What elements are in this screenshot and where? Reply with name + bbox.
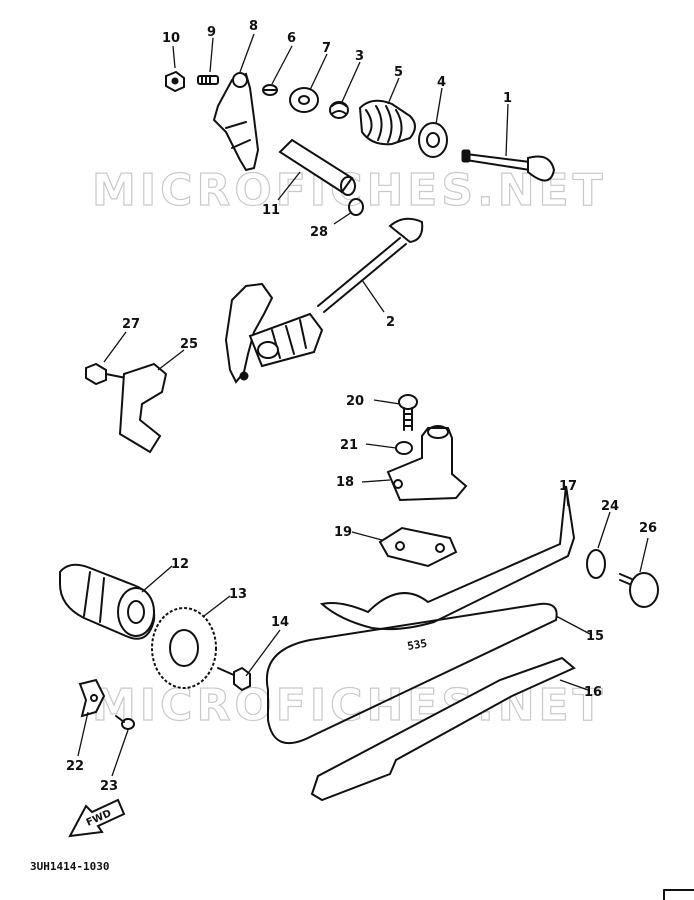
part-valve-exhaust	[461, 149, 556, 182]
part-o-ring	[348, 198, 364, 216]
callout-1: 1	[503, 91, 512, 106]
fwd-arrow-icon: FWD	[68, 798, 126, 838]
callout-15: 15	[586, 629, 604, 644]
callout-9: 9	[207, 25, 216, 40]
part-spring-retainer	[289, 87, 319, 113]
callout-23: 23	[100, 779, 118, 794]
callout-26: 26	[639, 521, 657, 536]
callout-20: 20	[346, 394, 364, 409]
part-outer-spring	[358, 99, 416, 146]
part-inner-spring	[329, 101, 349, 119]
callout-27: 27	[122, 317, 140, 332]
corner-mark	[663, 889, 694, 900]
watermark-top: MICROFICHES.NET	[92, 165, 607, 216]
callout-10: 10	[162, 31, 180, 46]
leader-lines	[77, 33, 649, 777]
callout-16: 16	[584, 685, 602, 700]
part-cam-sprocket	[151, 607, 217, 689]
part-camshaft	[59, 563, 156, 640]
part-chain-guide-upper	[319, 485, 576, 631]
callout-3: 3	[355, 49, 364, 64]
part-spring-seat	[418, 122, 448, 158]
part-bolt-14	[217, 666, 251, 692]
part-adjuster-screw	[197, 75, 219, 85]
callout-2: 2	[386, 315, 395, 330]
part-bolt-27	[85, 362, 127, 386]
callout-labels: 10 9 8 6 7 3 5 4 1 11 28 2 27 25 20 21 1…	[66, 19, 657, 794]
part-chain-tensioner	[386, 425, 468, 502]
part-cam-chain: 535	[265, 602, 558, 745]
callout-6: 6	[287, 31, 296, 46]
callout-11: 11	[262, 203, 280, 218]
callout-14: 14	[271, 615, 289, 630]
callout-18: 18	[336, 475, 354, 490]
part-valve-cotter	[262, 84, 278, 96]
callout-17: 17	[559, 479, 577, 494]
part-code: 3UH1414-1030	[30, 860, 109, 873]
part-bracket	[118, 362, 168, 454]
callout-19: 19	[334, 525, 352, 540]
callout-12: 12	[171, 557, 189, 572]
callout-24: 24	[601, 499, 619, 514]
callout-4: 4	[437, 75, 446, 90]
callout-25: 25	[180, 337, 198, 352]
callout-21: 21	[340, 438, 358, 453]
part-o-ring-24	[586, 549, 606, 579]
part-valve-intake	[317, 217, 424, 313]
part-rocker-arm-assembly	[224, 282, 324, 384]
callout-13: 13	[229, 587, 247, 602]
part-bolt-20	[398, 394, 418, 431]
part-plug-bolt	[619, 572, 659, 608]
part-washer	[395, 441, 413, 455]
part-rocker-arm	[212, 72, 260, 172]
callout-28: 28	[310, 225, 328, 240]
part-locking-plate	[78, 678, 106, 718]
part-chain-guide-lower	[310, 656, 576, 802]
part-rocker-shaft	[278, 138, 356, 196]
part-nut	[165, 70, 185, 93]
callout-8: 8	[249, 19, 258, 34]
callout-7: 7	[322, 41, 331, 56]
chain-mark: 535	[406, 637, 428, 653]
part-tensioner-gasket	[378, 526, 458, 568]
part-screw-23	[115, 715, 135, 730]
callout-5: 5	[394, 65, 403, 80]
callout-22: 22	[66, 759, 84, 774]
